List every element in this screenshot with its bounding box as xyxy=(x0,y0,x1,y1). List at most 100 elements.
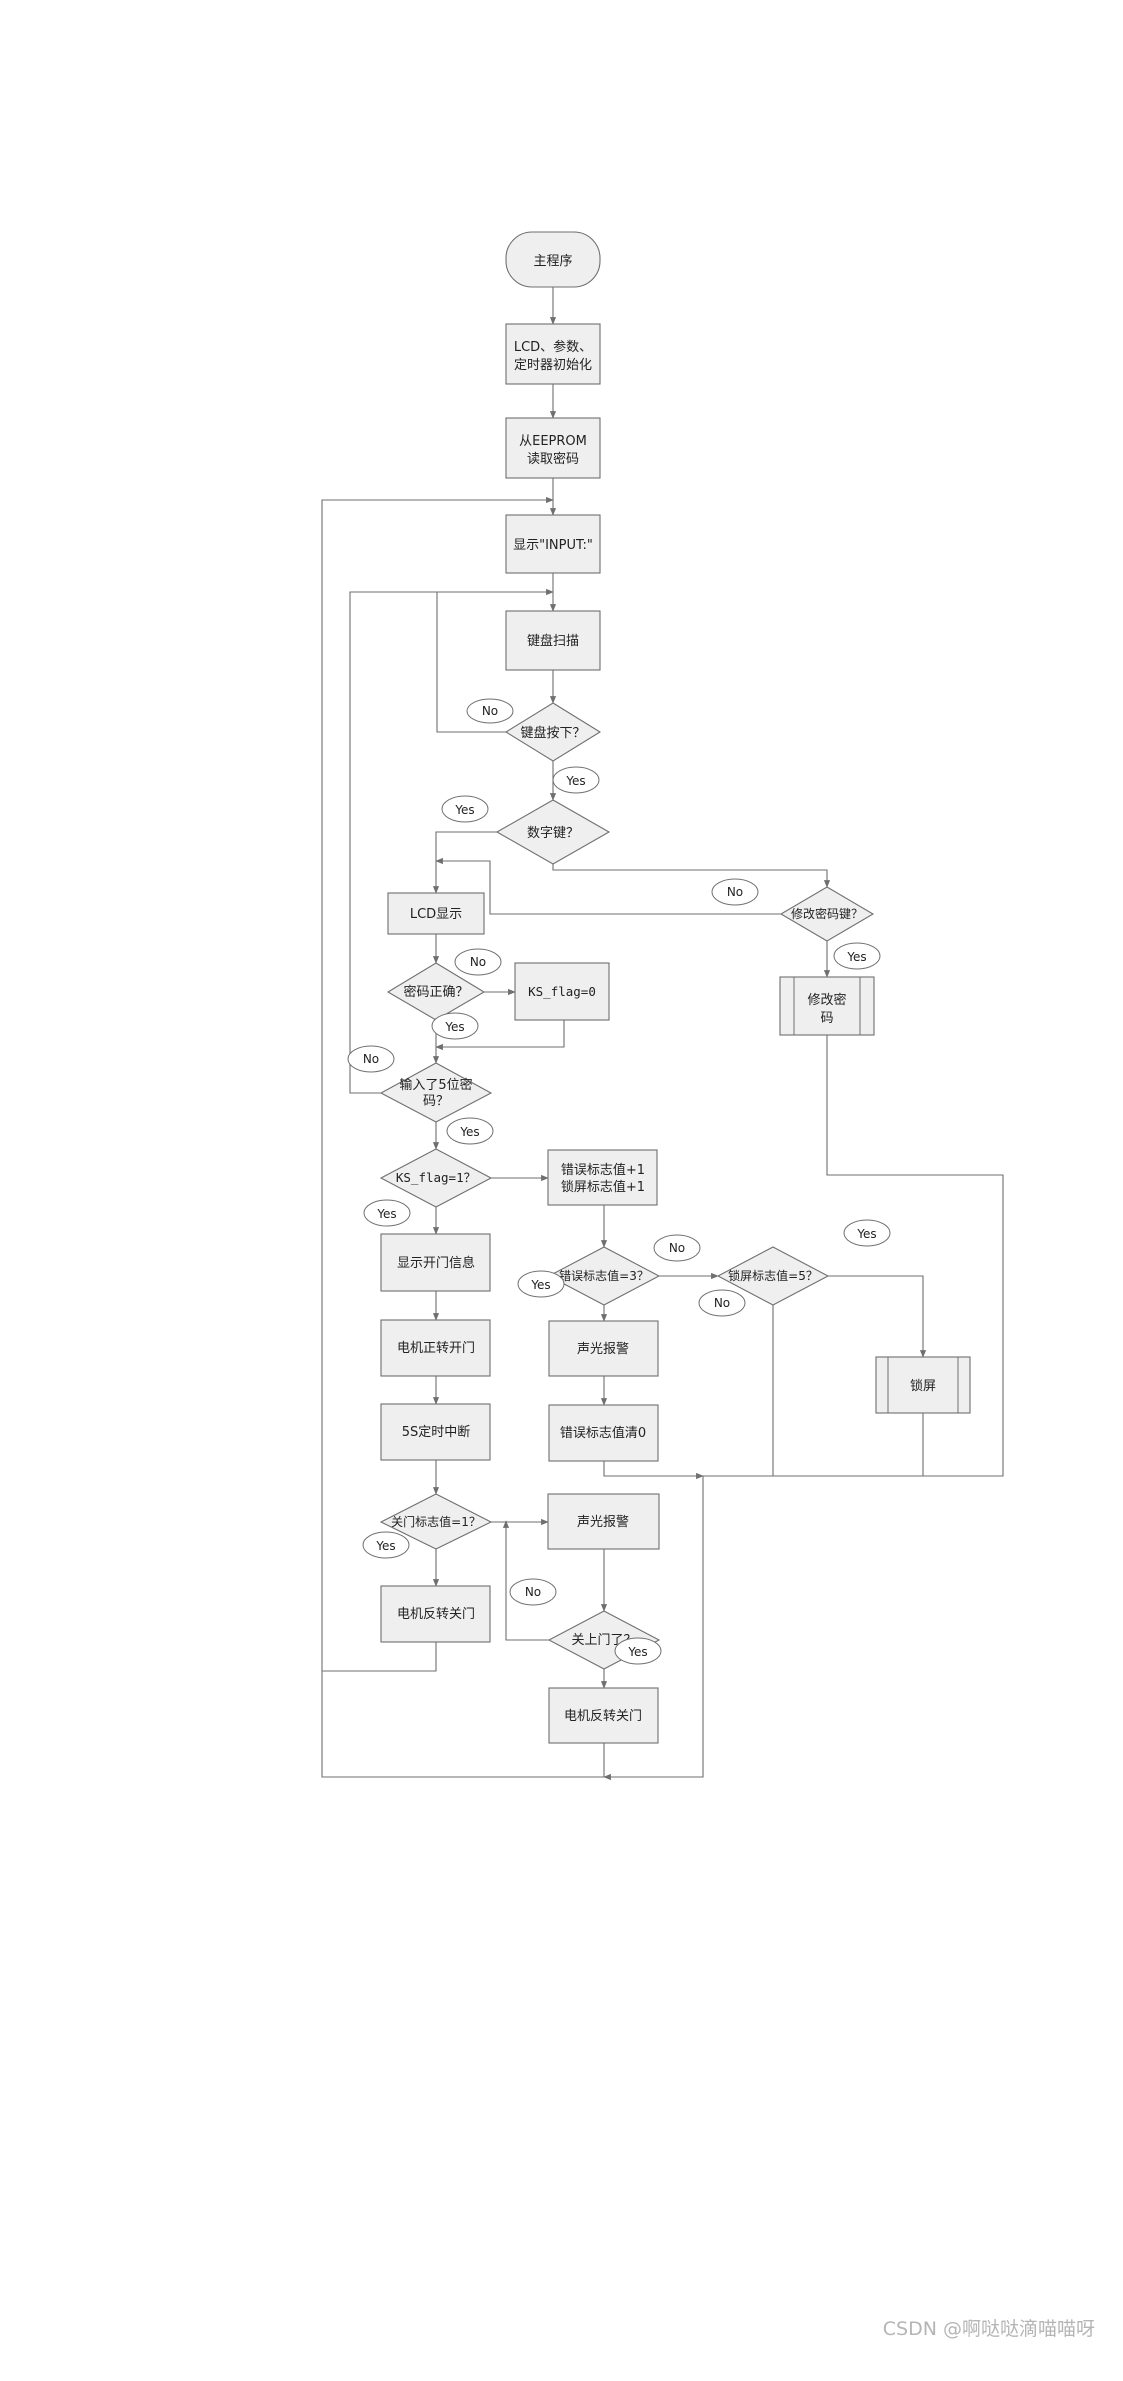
edge-doorclosed-no-loop xyxy=(502,1520,549,1641)
tag-yes-password xyxy=(431,1012,479,1040)
start-terminal xyxy=(505,231,601,288)
alarm-label: 声光报警 xyxy=(577,1341,629,1357)
tag-no-modify-key-text: No xyxy=(727,885,743,899)
show-input-label: 显示"INPUT:" xyxy=(513,538,593,553)
edge-modkey-no-back xyxy=(435,857,782,915)
modify-password-box xyxy=(779,976,875,1036)
lock-screen-box xyxy=(875,1356,971,1414)
tag-no-password xyxy=(454,948,502,976)
tag-no-lock-five xyxy=(698,1289,746,1317)
nodes: 主程序 LCD、参数、 定时器初始化 从EEPROM 读取密码 显示"INPUT… xyxy=(379,231,971,1744)
tag-yes-lock-five xyxy=(843,1219,891,1247)
read-password-box xyxy=(505,417,601,479)
init-label-1: LCD、参数、 xyxy=(514,339,592,355)
tag-yes-close-flag xyxy=(362,1531,410,1559)
key-scan-label: 键盘扫描 xyxy=(527,633,579,649)
tag-no-five-digits-text: No xyxy=(363,1052,379,1066)
tag-no-five-digits xyxy=(347,1045,395,1073)
motor-reverse-two-box xyxy=(548,1687,659,1744)
tag-yes-modify-key-text: Yes xyxy=(846,950,866,964)
edge-lock5-yes-lockscreen xyxy=(828,1275,927,1358)
error-increment-label-2: 锁屏标志值+1 xyxy=(561,1179,645,1195)
key-scan-box xyxy=(505,610,601,671)
lock-five-decision xyxy=(716,1246,830,1306)
timer-box xyxy=(380,1403,491,1461)
tag-yes-error-three xyxy=(517,1270,565,1298)
error-clear-label: 错误标志值清0 xyxy=(560,1425,646,1441)
tag-no-lock-five-text: No xyxy=(714,1296,730,1310)
tag-yes-modify-key xyxy=(833,942,881,970)
start-label: 主程序 xyxy=(533,254,572,269)
error-three-label: 错误标志值=3？ xyxy=(559,1268,649,1283)
show-input-box xyxy=(505,514,601,574)
tag-yes-digit xyxy=(441,795,489,823)
motor-forward-box xyxy=(380,1319,491,1377)
five-digits-label-1: 输入了5位密 xyxy=(399,1077,472,1093)
key-pressed-decision xyxy=(504,702,602,762)
lock-screen-label: 锁屏 xyxy=(910,1378,936,1394)
tag-no-key-pressed-text: No xyxy=(482,704,498,718)
key-pressed-label: 键盘按下？ xyxy=(520,725,585,741)
close-flag-decision xyxy=(379,1493,493,1550)
motor-forward-label: 电机正转开门 xyxy=(397,1341,475,1356)
edge-errclear-merge xyxy=(603,1461,704,1480)
alarm-two-box xyxy=(547,1493,660,1550)
init-label-2: 定时器初始化 xyxy=(514,358,592,373)
read-password-label-2: 读取密码 xyxy=(527,451,579,467)
tag-no-password-text: No xyxy=(470,955,486,969)
tag-yes-five-digits-text: Yes xyxy=(459,1125,479,1139)
five-digits-decision xyxy=(379,1062,493,1123)
modify-key-label: 修改密码键？ xyxy=(791,906,863,921)
show-open-box xyxy=(380,1233,491,1292)
tag-yes-key-pressed xyxy=(552,766,600,794)
alarm-box xyxy=(548,1320,659,1377)
lcd-display-label: LCD显示 xyxy=(410,907,462,922)
tag-no-error-three-text: No xyxy=(669,1241,685,1255)
edge-motorrev2-bottom xyxy=(321,1671,605,1778)
tag-no-door-closed-text: No xyxy=(525,1585,541,1599)
edge-digit-no-modkey xyxy=(552,864,831,888)
timer-label: 5S定时中断 xyxy=(402,1425,471,1440)
tag-yes-five-digits xyxy=(446,1117,494,1145)
password-correct-label: 密码正确？ xyxy=(403,984,468,1000)
ks-flag-one-decision xyxy=(379,1148,493,1208)
tag-yes-ks-flag-text: Yes xyxy=(376,1207,396,1221)
tag-yes-digit-text: Yes xyxy=(454,803,474,817)
connectors xyxy=(321,287,1004,1781)
tag-no-door-closed xyxy=(509,1578,557,1606)
digit-key-decision xyxy=(495,799,611,865)
close-flag-label: 关门标志值=1？ xyxy=(391,1514,481,1529)
lock-five-label: 锁屏标志值=5？ xyxy=(728,1268,818,1283)
tag-yes-password-text: Yes xyxy=(444,1020,464,1034)
csdn-watermark: CSDN @啊哒哒滴喵喵呀 xyxy=(883,2318,1095,2340)
branch-tags: No Yes Yes No Yes No Yes No Yes Yes No Y… xyxy=(347,698,891,1665)
edge-digit-yes-lcd xyxy=(432,831,497,894)
error-increment-label-1: 错误标志值+1 xyxy=(561,1162,645,1178)
lcd-display-box xyxy=(387,892,485,935)
digit-key-label: 数字键？ xyxy=(527,826,579,841)
error-clear-box xyxy=(548,1404,659,1462)
tag-no-error-three xyxy=(653,1234,701,1262)
tag-yes-ks-flag xyxy=(363,1199,411,1227)
modify-password-label-1: 修改密 xyxy=(807,992,846,1008)
motor-reverse-label: 电机反转关门 xyxy=(397,1607,475,1622)
ks-flag-zero-label: KS_flag=0 xyxy=(528,984,596,999)
alarm-two-label: 声光报警 xyxy=(577,1514,629,1530)
error-increment-box xyxy=(547,1149,658,1206)
tag-yes-error-three-text: Yes xyxy=(530,1278,550,1292)
read-password-label-1: 从EEPROM xyxy=(519,434,587,449)
tag-yes-key-pressed-text: Yes xyxy=(565,774,585,788)
edge-ksflag0-return xyxy=(435,1020,565,1051)
modify-password-label-2: 码 xyxy=(820,1011,833,1026)
motor-reverse-two-label: 电机反转关门 xyxy=(564,1709,642,1724)
ks-flag-zero-box xyxy=(514,962,610,1021)
tag-yes-close-flag-text: Yes xyxy=(375,1539,395,1553)
show-open-label: 显示开门信息 xyxy=(397,1255,475,1271)
edge-five-no-loop xyxy=(349,591,553,1094)
tag-yes-door-closed xyxy=(614,1637,662,1665)
edge-merge-collect xyxy=(603,1475,1003,1781)
tag-no-modify-key xyxy=(711,878,759,906)
tag-no-key-pressed xyxy=(466,698,514,724)
error-three-decision xyxy=(547,1246,661,1306)
